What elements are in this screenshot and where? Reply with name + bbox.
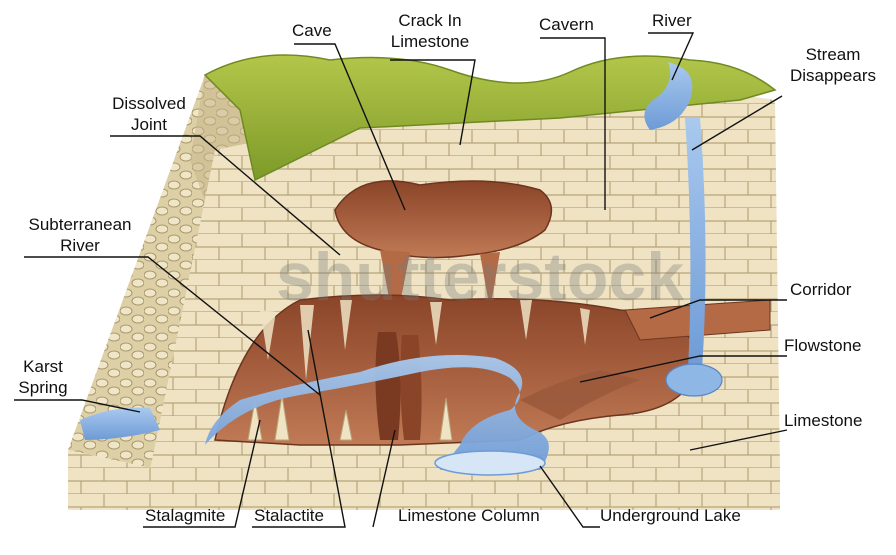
label-stalactite: Stalactite [254, 506, 324, 525]
leader-dissolved [110, 135, 341, 256]
label-dissolved-joint: Dissolved Joint [100, 93, 198, 135]
label-cave: Cave [292, 21, 332, 40]
label-crack-line2: Limestone [390, 32, 470, 51]
label-cavern: Cavern [539, 15, 594, 34]
leader-limestone [689, 429, 788, 451]
label-dissolved-line1: Dissolved [112, 94, 186, 113]
label-crack-in-limestone: Crack In Limestone [368, 10, 492, 52]
leader-lines [14, 32, 788, 528]
leader-stream [691, 95, 783, 151]
leader-crack [390, 59, 476, 146]
surface-river [644, 62, 723, 397]
label-stream-line2: Disappears [790, 66, 876, 85]
label-subterranean-line2: River [60, 236, 100, 255]
grass-surface [203, 54, 777, 182]
leader-flowstone [579, 355, 787, 383]
underground-lake [434, 450, 546, 476]
upper-cave-chamber [334, 180, 553, 330]
leader-river [648, 32, 695, 81]
label-stream-disappears: Stream Disappears [776, 44, 890, 86]
subterranean-river [205, 355, 549, 470]
watermark: shutterstock [276, 239, 684, 315]
leader-lake [539, 465, 600, 528]
label-stream-line1: Stream [805, 45, 861, 64]
label-karst-line2: Spring [18, 378, 68, 397]
leader-cave [294, 43, 406, 211]
label-corridor: Corridor [790, 280, 852, 299]
leader-cavern [540, 37, 606, 210]
label-dissolved-line2: Joint [131, 115, 167, 134]
label-river: River [652, 11, 692, 30]
karst-spring-outlet [80, 407, 160, 440]
leader-stalactite [252, 329, 346, 528]
leader-subterranean [24, 256, 321, 396]
leader-column [372, 429, 396, 528]
label-underground-lake: Underground Lake [600, 506, 741, 525]
label-limestone: Limestone [784, 411, 863, 430]
stalagmites [247, 394, 453, 441]
label-crack-line1: Crack In [398, 11, 462, 30]
leader-karst [14, 399, 141, 413]
label-karst-spring: Karst Spring [8, 356, 78, 398]
leader-stalagmite [143, 419, 261, 528]
label-limestone-column: Limestone Column [398, 506, 540, 525]
label-karst-line1: Karst [23, 357, 63, 376]
label-flowstone: Flowstone [784, 336, 862, 355]
leader-corridor [649, 299, 787, 319]
label-subterranean-line1: Subterranean [28, 215, 132, 234]
flowstone [520, 370, 640, 420]
label-subterranean-river: Subterranean River [10, 214, 150, 256]
label-stalagmite: Stalagmite [145, 506, 226, 525]
